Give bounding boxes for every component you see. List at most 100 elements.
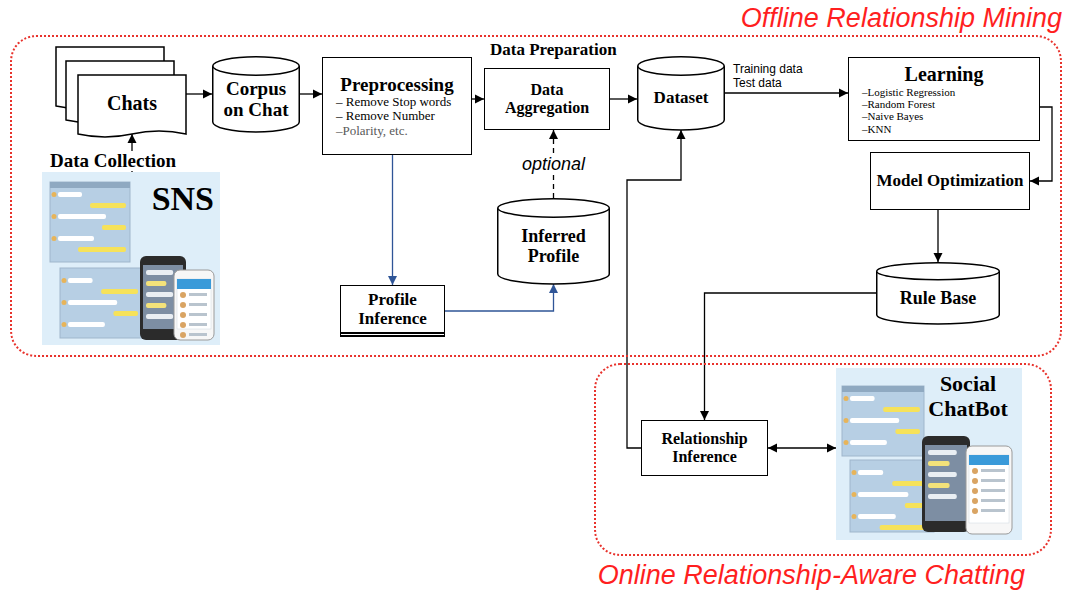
node-title: Rule Base	[900, 288, 977, 308]
avatar	[180, 292, 186, 298]
text-holder: Social ChatBot	[920, 372, 1016, 421]
chat-bubble	[146, 292, 173, 297]
avatar	[52, 214, 57, 219]
avatar	[180, 312, 186, 318]
chat-screenshot	[842, 386, 924, 456]
app-header	[969, 455, 1009, 465]
chat-bubble	[101, 289, 138, 294]
avatar	[972, 488, 978, 494]
connector	[388, 155, 397, 285]
avatar	[972, 498, 978, 504]
chat-bubble	[113, 311, 138, 316]
connector-line	[392, 155, 393, 285]
chat-bubble	[68, 300, 117, 305]
chat-bubble	[928, 494, 957, 499]
chat-bubble	[68, 278, 93, 283]
text-holder: Rule Base	[876, 262, 1000, 324]
chat-bubble	[146, 314, 173, 319]
connector	[934, 210, 943, 262]
list-item: –Naive Bayes	[854, 110, 1034, 122]
avatar	[52, 236, 57, 241]
node-title: Relationship Inference	[647, 430, 762, 466]
arrow-head	[768, 444, 777, 453]
connector	[186, 90, 212, 99]
text-holder: Inferred Profile	[497, 198, 610, 284]
text-holder: Dataset	[637, 56, 725, 130]
process-region: Online Relationship-Aware ChattingRelati…	[594, 363, 1052, 556]
node-title: Inferred Profile	[502, 226, 605, 266]
arrow-head	[827, 444, 836, 453]
arrow-head	[549, 284, 558, 293]
chat-bubble	[68, 322, 105, 327]
arrow-head	[203, 90, 212, 99]
text-holder: Model Optimization	[871, 153, 1029, 209]
database-cylinder: Rule Base	[876, 262, 1000, 324]
node-title: Data Aggregation	[490, 81, 604, 117]
list-row	[189, 333, 207, 336]
node-title: Dataset	[654, 88, 709, 107]
node-title: Social ChatBot	[920, 372, 1016, 421]
phone-screen	[969, 455, 1009, 523]
connector	[768, 444, 836, 453]
arrow-head	[313, 90, 322, 99]
chat-bubble	[928, 450, 957, 455]
chat-bubble	[858, 492, 908, 497]
edge-label: Training data Test data	[733, 62, 817, 90]
text-holder: Data Aggregation	[485, 69, 609, 129]
connector	[472, 95, 484, 104]
chat-bubble	[850, 396, 875, 401]
avatar	[852, 492, 857, 497]
chat-screenshot	[850, 460, 934, 532]
list-item: –Logistic Regression	[854, 86, 1034, 98]
avatar	[62, 322, 67, 327]
connector-line	[627, 130, 681, 448]
chat-bubble	[90, 203, 126, 208]
cylinder-body	[498, 208, 610, 284]
node-title: Preprocessing	[340, 74, 453, 95]
list-row	[981, 499, 1005, 502]
chat-bubble	[146, 270, 173, 275]
text-holder: SNS	[152, 180, 214, 218]
chat-screenshot	[50, 182, 130, 262]
chat-bubble	[58, 214, 106, 219]
arrow-head	[475, 95, 484, 104]
avatar	[852, 514, 857, 519]
text-holder: Preprocessing– Remove Stop words– Remove…	[323, 58, 471, 154]
chatbot-panel: Social ChatBot	[836, 368, 1022, 540]
avatar	[180, 302, 186, 308]
arrow-head	[677, 130, 686, 139]
node-title: Profile Inference	[346, 290, 439, 328]
avatar	[972, 478, 978, 484]
chat-bubble	[146, 303, 166, 308]
chat-bubble	[858, 514, 896, 519]
list-row	[189, 323, 207, 326]
chat-bubble	[146, 281, 166, 286]
process-box: Model Optimization	[870, 152, 1030, 210]
cylinder-top	[638, 57, 725, 76]
node-title: Corpus on Chat	[217, 78, 295, 121]
arrow-head	[700, 411, 709, 420]
section-label: Data Collection	[48, 151, 178, 171]
process-region: Offline Relationship MiningChatsCorpus o…	[10, 35, 1062, 357]
section-label: Data Preparation	[488, 40, 619, 60]
node-title: Chats	[107, 92, 157, 114]
chat-header	[842, 386, 924, 392]
text-holder: Profile Inference	[341, 286, 444, 332]
chat-header	[50, 182, 130, 188]
connector-line	[725, 92, 848, 93]
avatar	[844, 418, 849, 423]
avatar	[180, 322, 186, 328]
process-box: Preprocessing– Remove Stop words– Remove…	[322, 57, 472, 155]
list-row	[189, 293, 207, 296]
list-row	[981, 489, 1005, 492]
phone	[922, 436, 970, 532]
arrow-head	[628, 95, 637, 104]
avatar	[852, 470, 857, 475]
chat-bubble	[928, 472, 957, 477]
list-item: – Remove Number	[328, 109, 466, 124]
chat-bubble	[850, 418, 899, 423]
avatar	[972, 508, 978, 514]
list-item: –Random Forest	[854, 98, 1034, 110]
edge-label: optional	[519, 153, 588, 175]
connector-line	[768, 447, 836, 448]
